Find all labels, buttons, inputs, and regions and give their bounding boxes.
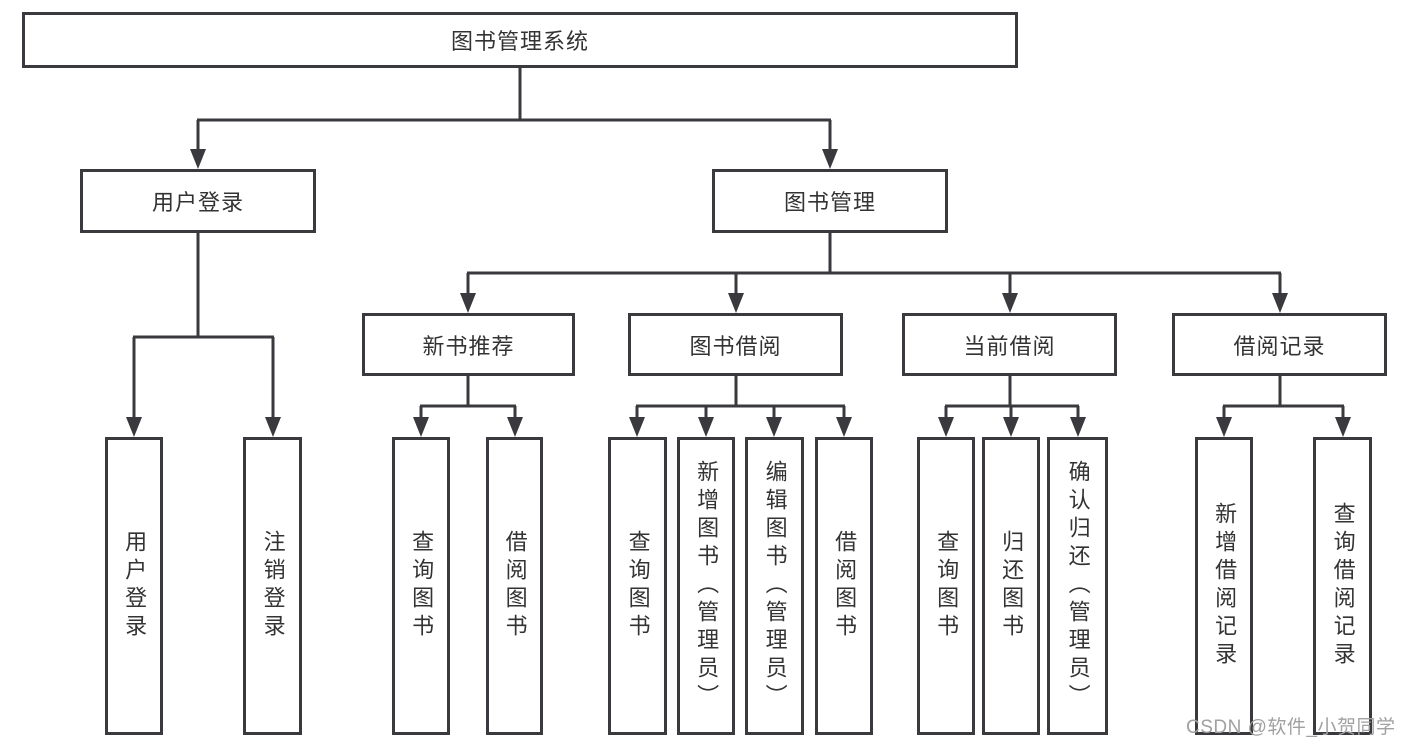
leaf-borrow-edit-book-admin-label: 编辑图书（管理员） — [762, 460, 788, 712]
node-book-management-label: 图书管理 — [783, 190, 876, 215]
leaf-recommend-query-book: 查询图书 — [392, 437, 450, 735]
leaf-borrow-edit-book-admin: 编辑图书（管理员） — [745, 437, 804, 735]
node-borrow-records: 借阅记录 — [1172, 313, 1387, 376]
leaf-user-login-label: 用户登录 — [122, 530, 148, 642]
node-current-borrow-label: 当前借阅 — [963, 333, 1056, 359]
node-new-book-recommend-label: 新书推荐 — [422, 333, 515, 359]
node-book-borrow: 图书借阅 — [628, 313, 843, 376]
node-root: 图书管理系统 — [22, 12, 1018, 68]
node-user-login-label: 用户登录 — [151, 190, 244, 215]
leaf-user-login: 用户登录 — [105, 437, 163, 735]
leaf-recommend-query-book-label: 查询图书 — [409, 530, 435, 642]
leaf-borrow-query-book-label: 查询图书 — [625, 530, 651, 642]
leaf-borrow-borrow-book: 借阅图书 — [815, 437, 873, 735]
leaf-records-query-record: 查询借阅记录 — [1313, 437, 1372, 735]
leaf-recommend-borrow-book: 借阅图书 — [486, 437, 543, 735]
leaf-current-query-book-label: 查询图书 — [934, 530, 960, 642]
node-book-borrow-label: 图书借阅 — [689, 333, 782, 359]
leaf-borrow-add-book-admin-label: 新增图书（管理员） — [694, 460, 720, 712]
leaf-records-query-record-label: 查询借阅记录 — [1330, 502, 1356, 670]
leaf-logout-login: 注销登录 — [243, 437, 302, 735]
node-root-label: 图书管理系统 — [450, 29, 589, 54]
csdn-watermark: CSDN @软件_小贺同学 — [1186, 717, 1396, 738]
node-book-management: 图书管理 — [712, 169, 948, 233]
arrowheads — [126, 149, 1351, 437]
node-current-borrow: 当前借阅 — [902, 313, 1117, 376]
leaf-borrow-query-book: 查询图书 — [608, 437, 667, 735]
leaf-logout-login-label: 注销登录 — [260, 530, 286, 642]
leaf-current-return-book: 归还图书 — [982, 437, 1040, 735]
leaf-current-confirm-return-admin: 确认归还（管理员） — [1047, 437, 1108, 735]
leaf-records-add-record: 新增借阅记录 — [1195, 437, 1253, 735]
leaf-borrow-add-book-admin: 新增图书（管理员） — [677, 437, 735, 735]
leaf-records-add-record-label: 新增借阅记录 — [1212, 502, 1238, 670]
leaf-current-return-book-label: 归还图书 — [999, 530, 1025, 642]
leaf-borrow-borrow-book-label: 借阅图书 — [832, 530, 858, 642]
leaf-current-confirm-return-admin-label: 确认归还（管理员） — [1065, 460, 1091, 712]
leaf-current-query-book: 查询图书 — [917, 437, 975, 735]
node-user-login: 用户登录 — [80, 169, 316, 233]
node-borrow-records-label: 借阅记录 — [1233, 333, 1326, 359]
leaf-recommend-borrow-book-label: 借阅图书 — [502, 530, 528, 642]
node-new-book-recommend: 新书推荐 — [362, 313, 575, 376]
